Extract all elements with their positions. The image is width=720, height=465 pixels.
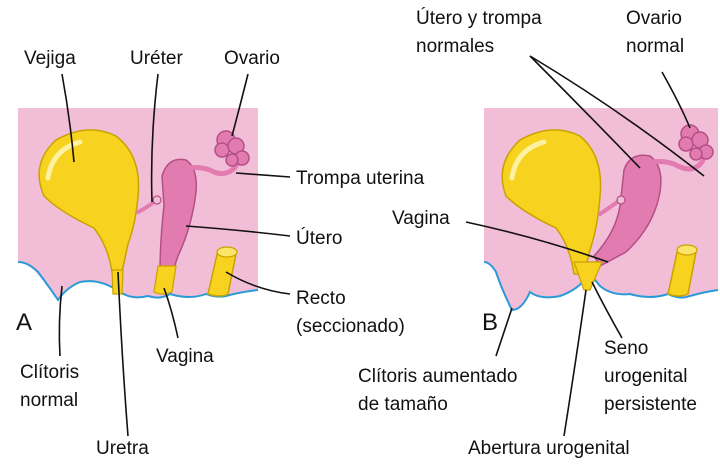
label-ovary-b-2: normal <box>626 36 684 57</box>
label-rectum-a-1: Recto <box>296 288 346 309</box>
leader-opening-b <box>564 290 586 436</box>
label-clitoris-b-2: de tamaño <box>358 394 448 415</box>
label-uterus-tubes-b-2: normales <box>416 36 494 57</box>
label-rectum-a-2: (seccionado) <box>296 316 405 337</box>
label-vagina-a: Vagina <box>156 346 214 367</box>
label-sinus-b-1: Seno <box>604 338 648 359</box>
panel-b: Útero y trompa normales Ovario normal Va… <box>358 7 718 459</box>
panel-b-ureter-end <box>617 196 625 204</box>
panel-b-rectum-cut <box>677 245 697 255</box>
label-clitoris-a-2: normal <box>20 390 78 411</box>
panel-b-letter: B <box>482 309 498 336</box>
label-uterus-a: Útero <box>296 227 342 249</box>
label-sinus-b-3: persistente <box>604 394 697 415</box>
panel-a-rectum-cut <box>217 247 237 257</box>
label-ovary-b-1: Ovario <box>626 8 682 29</box>
label-opening-b: Abertura urogenital <box>468 438 630 459</box>
label-urethra-a: Uretra <box>96 438 149 459</box>
label-clitoris-b-1: Clítoris aumentado <box>358 366 517 387</box>
leader-clitoris-b <box>496 308 512 356</box>
label-ureter-a: Uréter <box>130 48 183 69</box>
label-clitoris-a-1: Clítoris <box>20 362 79 383</box>
panel-a-ureter-end <box>153 196 161 204</box>
label-bladder-a: Vejiga <box>24 48 76 69</box>
label-uterus-tubes-b-1: Útero y trompa <box>416 7 542 29</box>
label-vagina-b: Vagina <box>392 208 450 229</box>
panel-a-letter: A <box>16 309 32 336</box>
label-ovary-a: Ovario <box>224 48 280 69</box>
label-sinus-b-2: urogenital <box>604 366 687 387</box>
label-tube-a: Trompa uterina <box>296 168 425 189</box>
leader-urethra-a <box>118 272 128 436</box>
